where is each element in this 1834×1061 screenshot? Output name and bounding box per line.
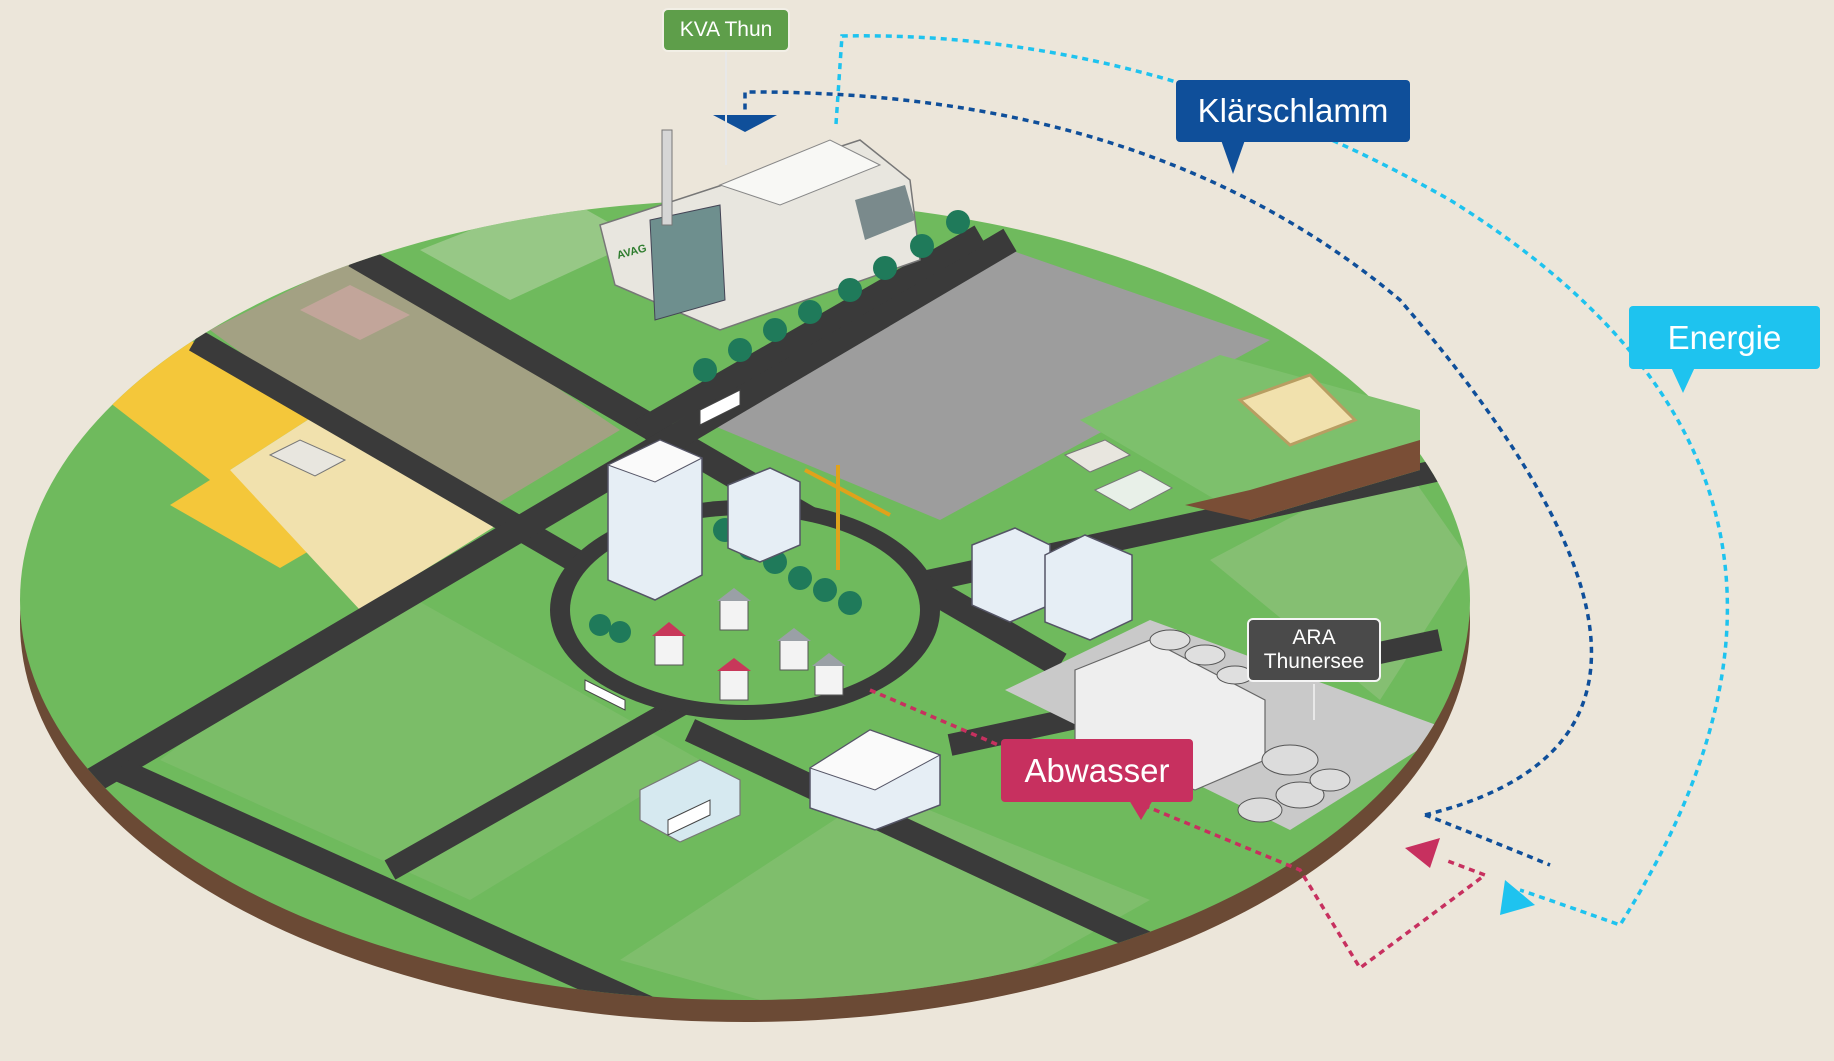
ara-text-line1: ARA — [1292, 626, 1336, 649]
farm-buildings — [268, 285, 1174, 843]
kva-plant: AVAG — [599, 129, 921, 331]
abwasser-text: Abwasser — [1024, 751, 1170, 789]
hill — [1080, 355, 1420, 520]
south-district — [620, 790, 1150, 1000]
klaerschlamm-label-tail — [1221, 140, 1245, 174]
abwasser-arrowhead — [1405, 838, 1440, 868]
klaerschlamm-arrowhead — [713, 115, 777, 132]
ara-thunersee-label: ARA Thunersee — [1247, 618, 1381, 682]
kva-thun-label: KVA Thun — [662, 8, 790, 52]
abwasser-flow — [869, 688, 1489, 971]
klaerschlamm-label: Klärschlamm — [1176, 80, 1410, 174]
energie-arrowhead — [1500, 880, 1535, 915]
abwasser-label: Abwasser — [1001, 739, 1193, 820]
chimney — [661, 129, 673, 226]
farm-district-pink — [210, 255, 620, 520]
northwest-faded-district — [420, 200, 640, 300]
crane-icon — [804, 465, 891, 570]
ara-text-line2: Thunersee — [1263, 650, 1365, 673]
energie-text: Energie — [1667, 318, 1782, 356]
central-buildings — [606, 439, 1133, 831]
klaerschlamm-flow — [743, 90, 1594, 817]
office-east-a — [971, 527, 1051, 623]
flow-lines — [713, 34, 1730, 971]
abwasser-label-tail — [1129, 800, 1153, 820]
truck-icon — [584, 389, 741, 836]
kva-thun-text: KVA Thun — [679, 18, 773, 41]
office-block — [727, 467, 801, 563]
klaerschlamm-text: Klärschlamm — [1197, 92, 1389, 129]
pond — [1237, 373, 1358, 447]
industrial-district-gray — [700, 250, 1270, 520]
residential-houses — [652, 588, 846, 701]
energie-label-tail — [1671, 367, 1695, 393]
energie-label: Energie — [1629, 306, 1820, 393]
treatment-basin-icon — [1149, 629, 1191, 651]
office-east-b — [1044, 534, 1133, 641]
